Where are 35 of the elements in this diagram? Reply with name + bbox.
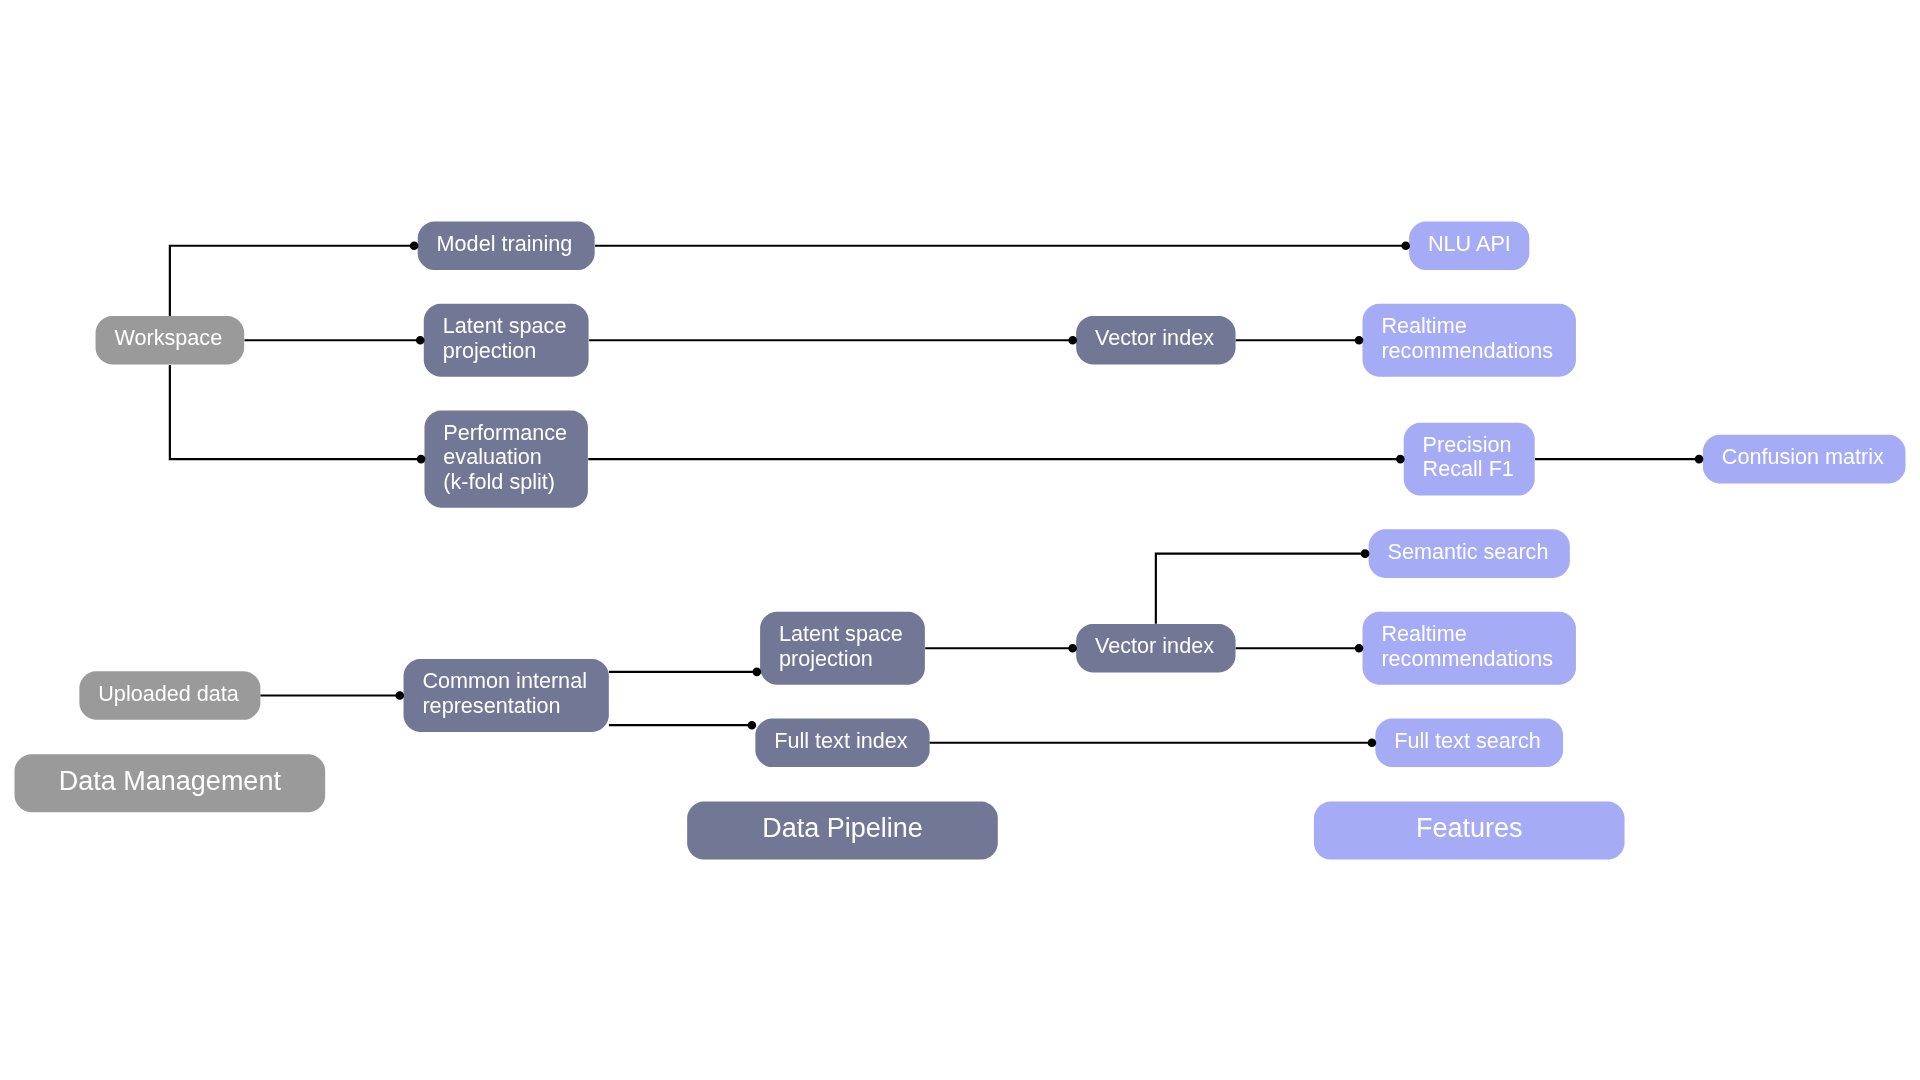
node-box: Full text index [755,717,930,767]
connector [595,240,1411,250]
node-box: Vector index [1076,623,1236,673]
node-box: Semantic search [1368,528,1570,578]
node-box: Realtime recommendations [1362,611,1576,685]
node-box: Uploaded data [79,670,261,720]
node-box: Vector index [1076,315,1236,365]
node-box: Features [1313,801,1625,860]
node-box: Data Management [14,753,326,812]
node-box: Common internal representation [403,658,609,732]
connector [1235,643,1364,653]
node-box: Latent space projection [423,303,589,377]
connector [929,737,1377,747]
connector [244,335,425,345]
node-box: Performance evaluation (k-fold split) [424,410,588,508]
connector [1535,454,1704,463]
node-box: Confusion matrix [1702,434,1906,483]
node-box: Precision Recall F1 [1403,422,1535,496]
connector [608,667,762,676]
connector [608,720,757,730]
connector [588,454,1405,463]
connector [925,643,1077,653]
node-box: Full text search [1375,717,1564,767]
node-box: Latent space projection [760,611,925,685]
node-box: Realtime recommendations [1362,303,1576,377]
node-box: Model training [417,220,595,270]
connector [168,240,419,316]
node-box: Data Pipeline [687,801,998,860]
node-box: NLU API [1409,220,1530,270]
connector [1235,335,1364,345]
connector [260,690,405,700]
connector [168,364,426,463]
connector [589,335,1077,345]
node-box: Workspace [95,315,245,365]
connector [1154,548,1370,624]
